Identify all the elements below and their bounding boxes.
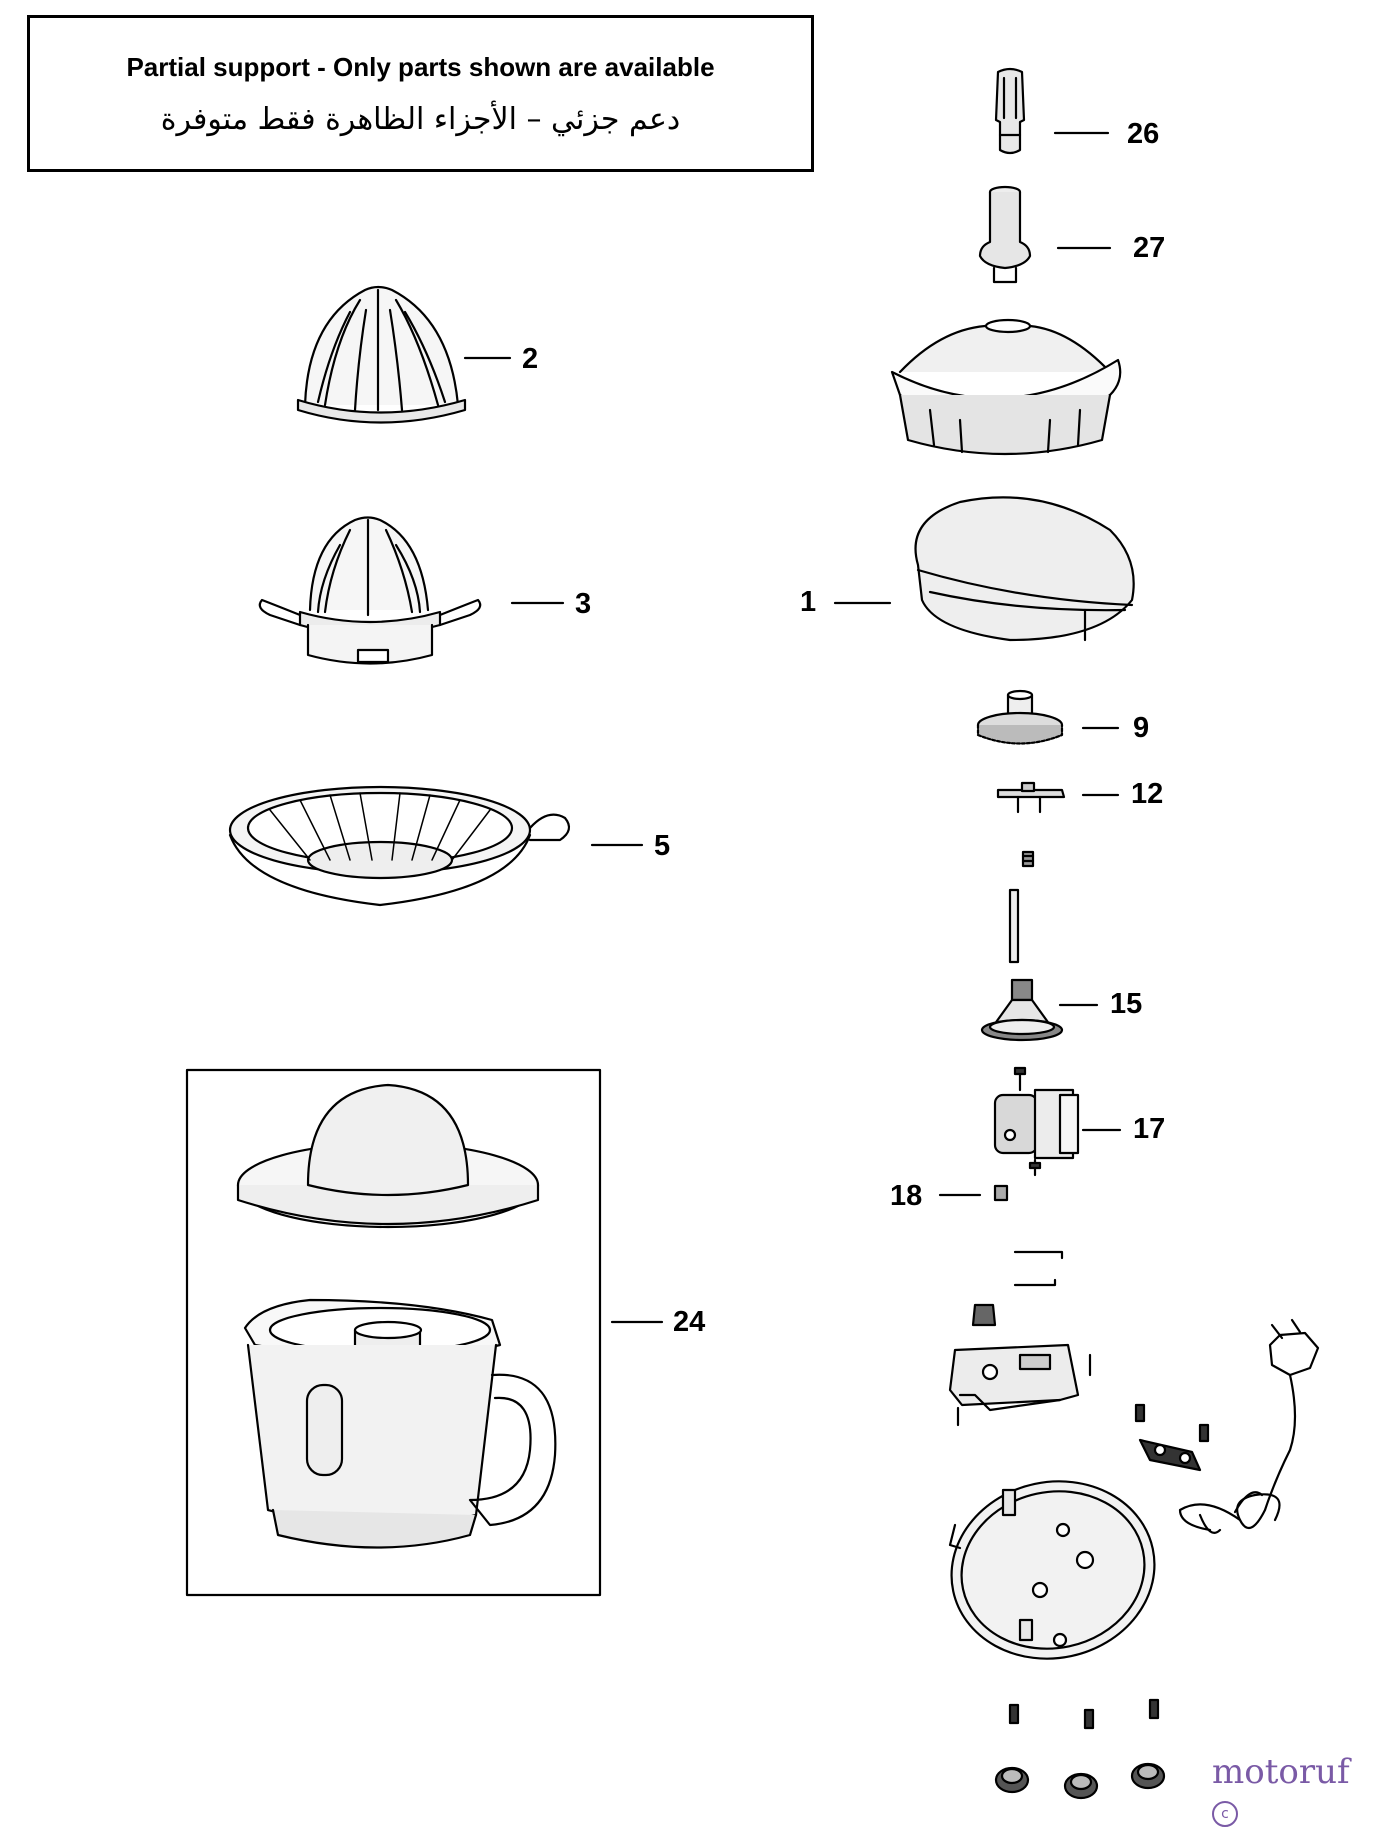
watermark: motoruf c <box>1212 1752 1375 1832</box>
part-12-lever <box>996 781 1066 814</box>
lid-cone-housing <box>890 318 1122 456</box>
notice-english: Partial support - Only parts shown are a… <box>126 52 715 82</box>
part-24-jug-lid <box>236 1083 540 1229</box>
watermark-mark: c <box>1212 1801 1238 1827</box>
label-part-18: 18 <box>890 1180 923 1212</box>
part-5-strainer <box>228 785 571 907</box>
base-screws-upper <box>1134 1403 1210 1443</box>
label-part-12: 12 <box>1131 778 1164 810</box>
part-9-gear <box>976 689 1064 745</box>
feet-and-screws <box>994 1698 1166 1800</box>
base-plate <box>948 1480 1156 1660</box>
label-part-15: 15 <box>1110 988 1143 1020</box>
availability-notice: Partial support - Only parts shown are a… <box>27 15 814 172</box>
small-spring <box>1021 850 1035 868</box>
watermark-text: motoruf <box>1212 1752 1350 1792</box>
part-1-outer-bowl <box>914 496 1135 642</box>
label-part-3: 3 <box>575 588 592 620</box>
pin-rod <box>1008 888 1020 964</box>
part-26-shaft-knob <box>994 67 1026 155</box>
part-24-jug <box>243 1298 557 1549</box>
label-part-2: 2 <box>522 343 539 375</box>
label-part-24: 24 <box>673 1306 706 1338</box>
notice-arabic: دعم جزئي – الأجزاء الظاهرة فقط متوفرة <box>160 102 681 137</box>
label-part-9: 9 <box>1133 712 1150 744</box>
part-15-cone-gear <box>980 978 1064 1042</box>
switch-knob <box>971 1303 997 1327</box>
part-27-drive-shaft <box>978 185 1032 284</box>
part-24-frame <box>185 1068 602 1597</box>
part-18-nut <box>993 1184 1009 1202</box>
part-3-small-reamer <box>258 516 482 665</box>
control-board <box>948 1343 1092 1427</box>
spring-clips <box>1013 1250 1064 1287</box>
leader-lines <box>463 131 1122 1324</box>
label-part-17: 17 <box>1133 1113 1166 1145</box>
cord-clamp <box>1138 1438 1202 1472</box>
power-cord-plug <box>1178 1318 1320 1534</box>
part-17-motor <box>993 1066 1080 1177</box>
label-part-1: 1 <box>800 586 817 618</box>
label-part-26: 26 <box>1127 118 1160 150</box>
label-part-27: 27 <box>1133 232 1166 264</box>
label-part-5: 5 <box>654 830 671 862</box>
part-2-large-reamer <box>296 285 467 424</box>
